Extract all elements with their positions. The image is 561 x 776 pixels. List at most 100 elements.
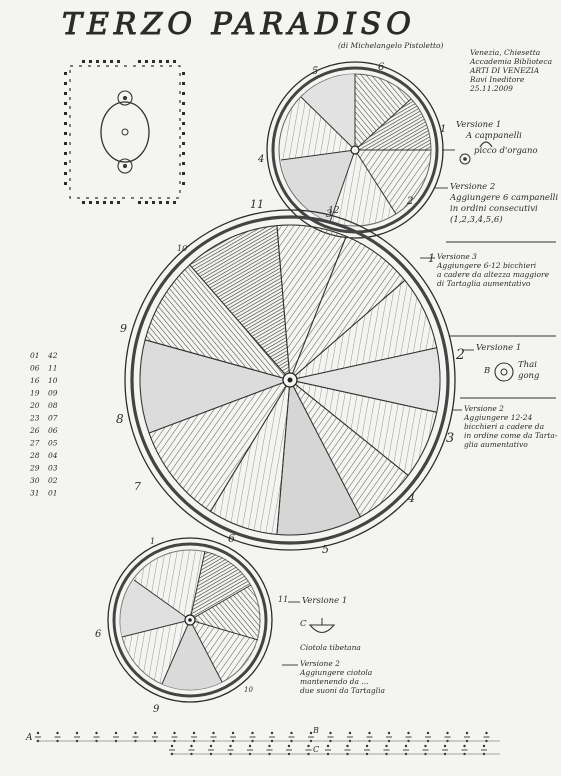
notation-mark (208, 745, 214, 755)
notation-mark (286, 745, 292, 755)
notation-mark (484, 732, 490, 742)
plan-marker (182, 122, 185, 125)
big-circle-number: 7 (134, 480, 141, 493)
version-heading: Versione 3 (437, 252, 549, 261)
notation-mark (152, 732, 158, 742)
notation-mark (423, 745, 429, 755)
gong-label: Thai gong (518, 360, 539, 382)
thai-gong-symbol (495, 363, 513, 381)
version-line: mantenendo da ... (300, 677, 385, 686)
notation-mark (364, 745, 370, 755)
plan-marker (64, 172, 67, 175)
notation-mark (425, 732, 431, 742)
plan-marker (89, 201, 92, 204)
notation-mark (442, 745, 448, 755)
left-column-number: 02 (48, 476, 58, 485)
left-column-number: 20 (29, 401, 40, 410)
plan-marker (173, 60, 176, 63)
big-circle-number: 11 (250, 198, 264, 211)
row-label-b: B (312, 726, 319, 735)
left-column-number: 05 (48, 439, 58, 448)
plan-marker (182, 132, 185, 135)
plan-marker (152, 60, 155, 63)
big-circle-number: 6 (228, 532, 235, 545)
top-circle-number: 6 (378, 62, 385, 73)
version-heading: Versione 2 (450, 182, 558, 193)
plan-marker (182, 92, 185, 95)
notation-mark (328, 732, 334, 742)
notation-mark (464, 732, 470, 742)
version-line: Aggiungere 12-24 (464, 413, 557, 422)
left-column-number: 26 (29, 426, 40, 435)
version-line: in ordini consecutivi (450, 204, 558, 215)
plan-marker (182, 72, 185, 75)
header-note: Venezia, Chiesetta Accademia Biblioteca … (470, 48, 552, 93)
big-circle-number: 5 (322, 543, 329, 556)
plan-marker (182, 162, 185, 165)
top-circle-number: 4 (257, 154, 264, 165)
bottom-circle (108, 538, 272, 702)
notation-mark (35, 732, 41, 742)
version-line: picco d'organo (456, 146, 538, 157)
plan-marker (182, 182, 185, 185)
top-circle-number: 1 (440, 124, 446, 135)
top-version-1: Versione 1 A campanelli picco d'organo (456, 120, 538, 157)
version-line: Aggiungere 6-12 bicchieri (437, 261, 549, 270)
version-line: di Tartaglia aumentativo (437, 279, 549, 288)
page-subtitle: (di Michelangelo Pistoletto) (338, 41, 443, 50)
plan-marker (64, 132, 67, 135)
notation-mark (445, 732, 451, 742)
left-column-number: 01 (30, 351, 40, 360)
left-column-number: 27 (29, 439, 40, 448)
left-column-number: 07 (48, 414, 58, 423)
page-title: TERZO PARADISO (62, 7, 416, 42)
big-circle (125, 210, 455, 550)
header-note-line: Venezia, Chiesetta (470, 48, 552, 57)
big-version-3: Versione 3 Aggiungere 6-12 bicchieri a c… (437, 252, 549, 288)
left-column-number: 06 (30, 364, 40, 373)
big-circle-number: 2 (455, 347, 465, 363)
version-line: (1,2,3,4,5,6) (450, 215, 558, 226)
plan-marker (173, 201, 176, 204)
notation-mark (325, 745, 331, 755)
bottom-circle-number: 10 (244, 686, 253, 694)
left-column-number: 03 (48, 464, 58, 473)
plan-marker (64, 142, 67, 145)
plan-marker (96, 201, 99, 204)
notation-mark (481, 745, 487, 755)
plan-marker (64, 102, 67, 105)
plan-marker (117, 201, 120, 204)
bottom-version-2: Versione 2 Aggiungere ciotola mantenendo… (300, 659, 385, 695)
notation-mark (462, 745, 468, 755)
version-heading: Versione 1 (456, 120, 538, 131)
left-column-number: 11 (48, 364, 58, 373)
top-version-2: Versione 2 Aggiungere 6 campanelli in or… (450, 182, 558, 226)
notation-mark (74, 732, 80, 742)
left-column-number: 23 (29, 414, 40, 423)
big-circle-number: 4 (407, 492, 415, 505)
version-line: due suoni da Tartaglia (300, 686, 385, 695)
header-note-line: Ravi Ineditore (470, 75, 552, 84)
left-column-number: 30 (30, 476, 40, 485)
version-line: glia aumentativo (464, 440, 557, 449)
version-heading: Versione 2 (464, 404, 557, 413)
plan-marker (159, 60, 162, 63)
plan-marker (182, 142, 185, 145)
bottom-circle-number: 11 (278, 595, 288, 604)
big-circle-number: 1 (428, 252, 435, 265)
notation-mark (267, 745, 273, 755)
notation-mark (269, 732, 275, 742)
header-note-line: ARTI DI VENEZIA (470, 66, 552, 75)
left-column-number: 08 (48, 401, 58, 410)
plan-marker (182, 112, 185, 115)
top-circle (267, 62, 443, 238)
left-column-number: 42 (47, 351, 58, 360)
version-line: bicchieri a cadere da (464, 422, 557, 431)
notation-mark (347, 732, 353, 742)
notation-mark (133, 732, 139, 742)
version-line: a cadere da altezza maggiore (437, 270, 549, 279)
plan-marker (145, 201, 148, 204)
version-heading: Versione 1 (476, 343, 521, 354)
version-line: gong (518, 371, 539, 382)
